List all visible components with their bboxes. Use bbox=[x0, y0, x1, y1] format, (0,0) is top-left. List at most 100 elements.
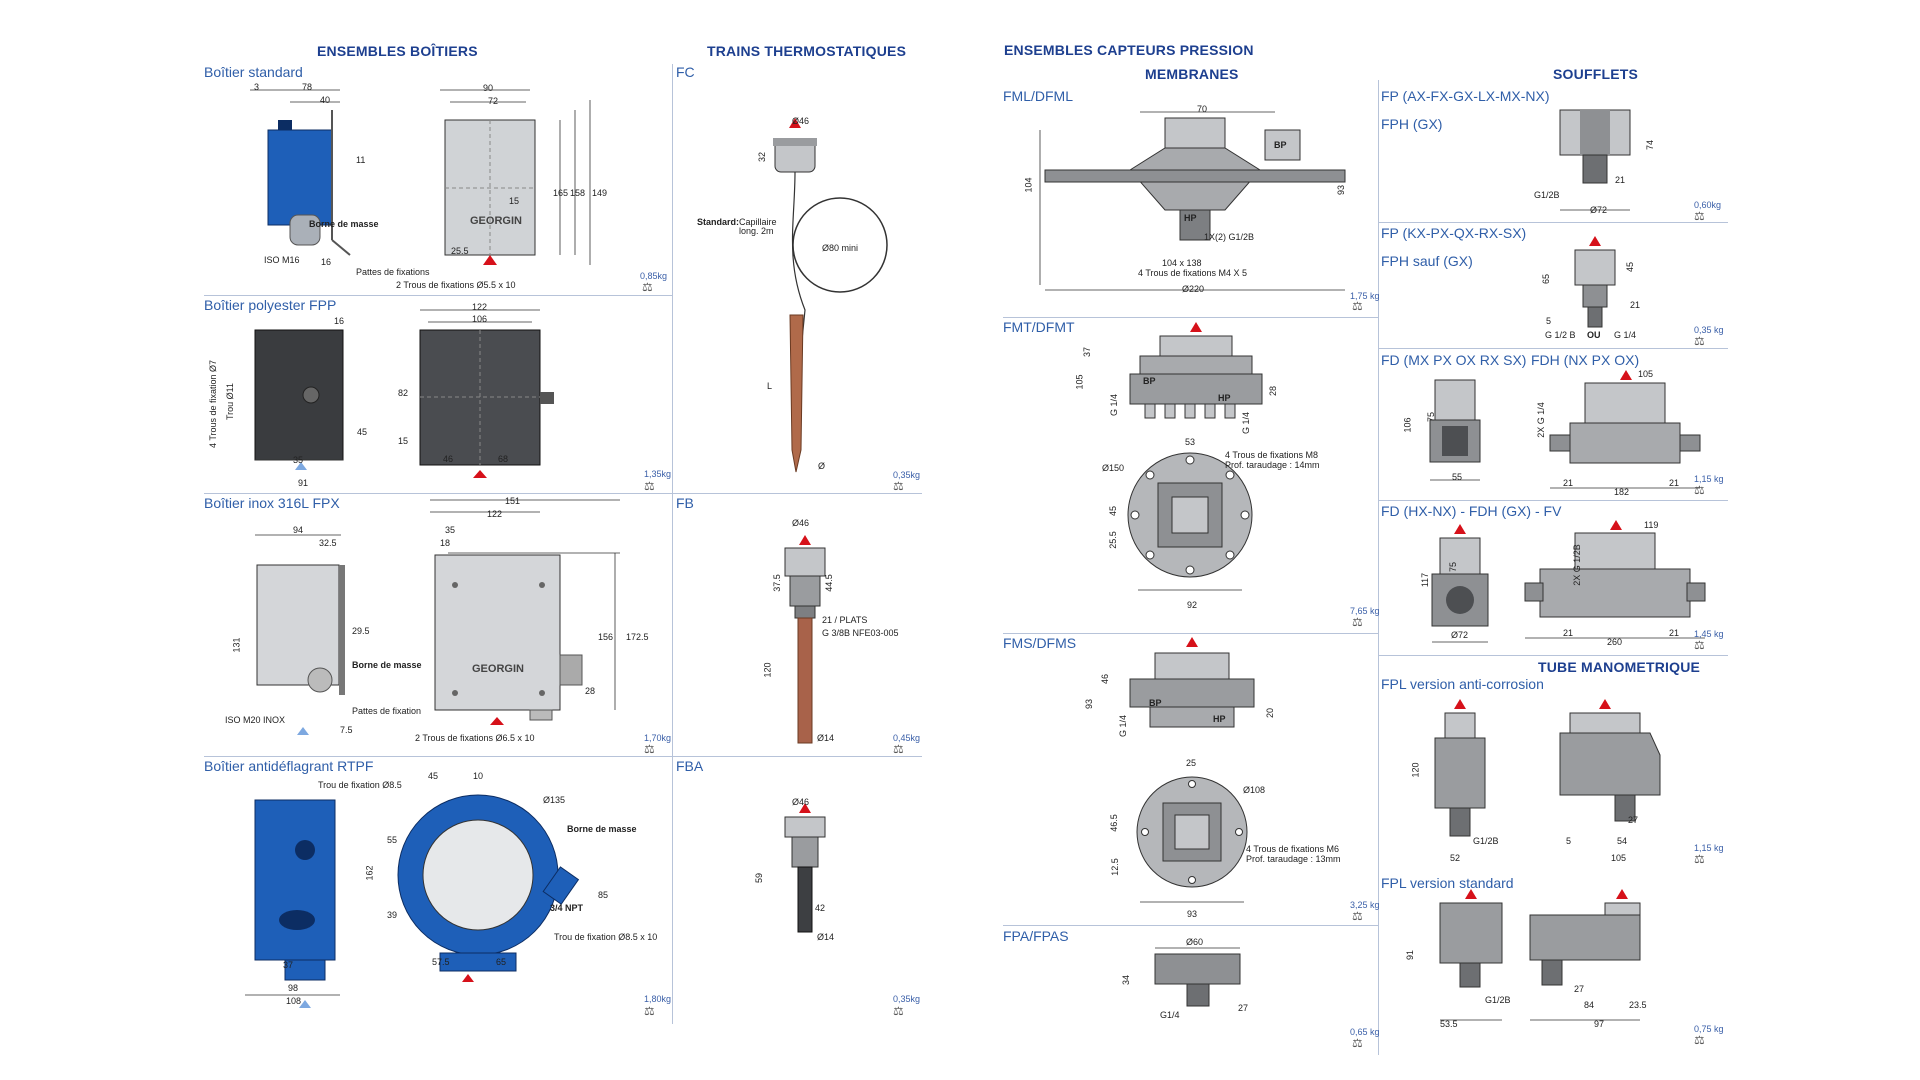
dim: 21 bbox=[1563, 628, 1574, 638]
label-bp: BP bbox=[1274, 140, 1287, 150]
dim: 54 bbox=[1617, 836, 1628, 846]
column-divider bbox=[672, 64, 673, 1024]
row-divider bbox=[204, 493, 922, 494]
weight-label: 7,65 kg bbox=[1350, 606, 1380, 616]
weight-label: 1,15 kg bbox=[1694, 843, 1724, 853]
dim: 260 bbox=[1607, 637, 1623, 647]
dim: 182 bbox=[1614, 487, 1630, 497]
balance-icon: ⚖ bbox=[1694, 1033, 1705, 1047]
dim: 74 bbox=[1645, 139, 1656, 151]
dim: 104 x 138 bbox=[1162, 258, 1202, 268]
drawing-boitier-polyester-front bbox=[419, 309, 554, 478]
dim: 46 bbox=[1100, 673, 1111, 685]
balance-icon: ⚖ bbox=[644, 742, 655, 756]
drawing-fmt-front bbox=[1127, 452, 1253, 591]
dim: 122 bbox=[472, 302, 488, 312]
row-divider bbox=[1003, 317, 1378, 318]
balance-icon: ⚖ bbox=[644, 1004, 655, 1018]
dim: 68 bbox=[498, 454, 509, 464]
label-fc: FC bbox=[676, 64, 695, 80]
dim: 44.5 bbox=[823, 574, 834, 592]
dim: 5 bbox=[1566, 836, 1572, 846]
dim: 35 bbox=[445, 525, 456, 535]
note-trou: Trou Ø11 bbox=[225, 382, 235, 420]
label-boitier-inox: Boîtier inox 316L FPX bbox=[204, 495, 340, 511]
dim: 32.5 bbox=[319, 538, 337, 548]
dim: 162 bbox=[364, 865, 375, 881]
note-standard: Standard: bbox=[697, 217, 740, 227]
drawing-fpl-std-side bbox=[1439, 889, 1503, 1021]
dim: 25 bbox=[1186, 758, 1197, 768]
dim: 158 bbox=[570, 188, 586, 198]
dim: 85 bbox=[598, 890, 609, 900]
dim: 21 bbox=[1630, 300, 1641, 310]
dim: G1/4 bbox=[1160, 1010, 1180, 1020]
dim: 42 bbox=[815, 903, 826, 913]
dim: 120 bbox=[1410, 762, 1421, 778]
balance-icon: ⚖ bbox=[1352, 909, 1363, 923]
balance-icon: ⚖ bbox=[1694, 638, 1705, 652]
weight-label: 3,25 kg bbox=[1350, 900, 1380, 910]
note-trou1-antid: Trou de fixation Ø8.5 bbox=[318, 780, 402, 790]
dim: Ø72 bbox=[1451, 630, 1469, 640]
drawing-boitier-standard-side bbox=[250, 89, 351, 256]
dim: 21 bbox=[1669, 478, 1680, 488]
dim: 27 bbox=[1628, 815, 1639, 825]
balance-icon: ⚖ bbox=[1352, 299, 1363, 313]
label-fd1b: FDH (NX PX OX) bbox=[1531, 352, 1640, 368]
dim: 29.5 bbox=[352, 626, 370, 636]
label-fml: FML/DFML bbox=[1003, 88, 1073, 104]
dim: 172.5 bbox=[626, 632, 649, 642]
dim: 72 bbox=[488, 96, 499, 106]
dim: 119 bbox=[1644, 520, 1659, 530]
note-prof-fmt: Prof. taraudage : 14mm bbox=[1225, 460, 1320, 470]
dim: Ø46 bbox=[792, 116, 810, 126]
label-fba: FBA bbox=[676, 758, 704, 774]
dim: 32 bbox=[757, 151, 768, 163]
dim: 98 bbox=[288, 983, 299, 993]
note-prof-fms: Prof. taraudage : 13mm bbox=[1246, 854, 1341, 864]
drawing-fd1-side bbox=[1429, 379, 1481, 481]
dim: 20 bbox=[1265, 707, 1276, 719]
weight-label: 0,45kg bbox=[893, 733, 921, 743]
section-title-trains: TRAINS THERMOSTATIQUES bbox=[707, 43, 907, 59]
drawing-fba bbox=[784, 803, 826, 933]
drawing-boitier-antid-side bbox=[245, 799, 340, 1008]
label-fms: FMS/DFMS bbox=[1003, 635, 1077, 651]
dim: 94 bbox=[293, 525, 304, 535]
dim: 37 bbox=[283, 960, 294, 970]
dim: 106 bbox=[1402, 417, 1413, 433]
dim: 2X G 1/4 bbox=[1535, 402, 1546, 438]
brand-georgin: GEORGIN bbox=[470, 215, 522, 227]
dim: 53.5 bbox=[1440, 1019, 1458, 1029]
dim-l: L bbox=[767, 381, 773, 391]
label-fp2b: FPH sauf (GX) bbox=[1381, 253, 1473, 269]
dim: Ø135 bbox=[543, 795, 566, 805]
drawing-boitier-polyester-side bbox=[254, 329, 344, 470]
dim: Ø14 bbox=[817, 932, 835, 942]
label-hp: HP bbox=[1218, 393, 1231, 403]
weight-label: 0,75 kg bbox=[1694, 1024, 1724, 1034]
dim: 25.5 bbox=[1107, 531, 1118, 549]
dim: 92 bbox=[1187, 600, 1198, 610]
drawing-fp1 bbox=[1559, 109, 1631, 211]
note-capillaire: Capillaire bbox=[739, 217, 777, 227]
dim: 16 bbox=[334, 316, 345, 326]
row-divider bbox=[1378, 348, 1728, 349]
dim: 55 bbox=[387, 835, 398, 845]
dim: 16 bbox=[321, 257, 332, 267]
note-trous-inox: 2 Trous de fixations Ø6.5 x 10 bbox=[415, 733, 535, 743]
section-title-capteurs: ENSEMBLES CAPTEURS PRESSION bbox=[1004, 42, 1254, 58]
drawing-fd1-front bbox=[1549, 370, 1701, 489]
dim: 45 bbox=[1625, 261, 1636, 273]
dim: 165 bbox=[553, 188, 569, 198]
weight-label: 1,70kg bbox=[644, 733, 672, 743]
drawing-boitier-inox-front bbox=[430, 499, 620, 725]
note-ring: Ø80 mini bbox=[822, 243, 859, 253]
dim: 70 bbox=[1197, 104, 1208, 114]
dim: 46.5 bbox=[1108, 814, 1119, 832]
weight-label: 0,85kg bbox=[640, 271, 668, 281]
dim: 93 bbox=[1084, 698, 1095, 710]
dim: 12.5 bbox=[1109, 858, 1120, 876]
dim: 65 bbox=[1541, 273, 1552, 285]
